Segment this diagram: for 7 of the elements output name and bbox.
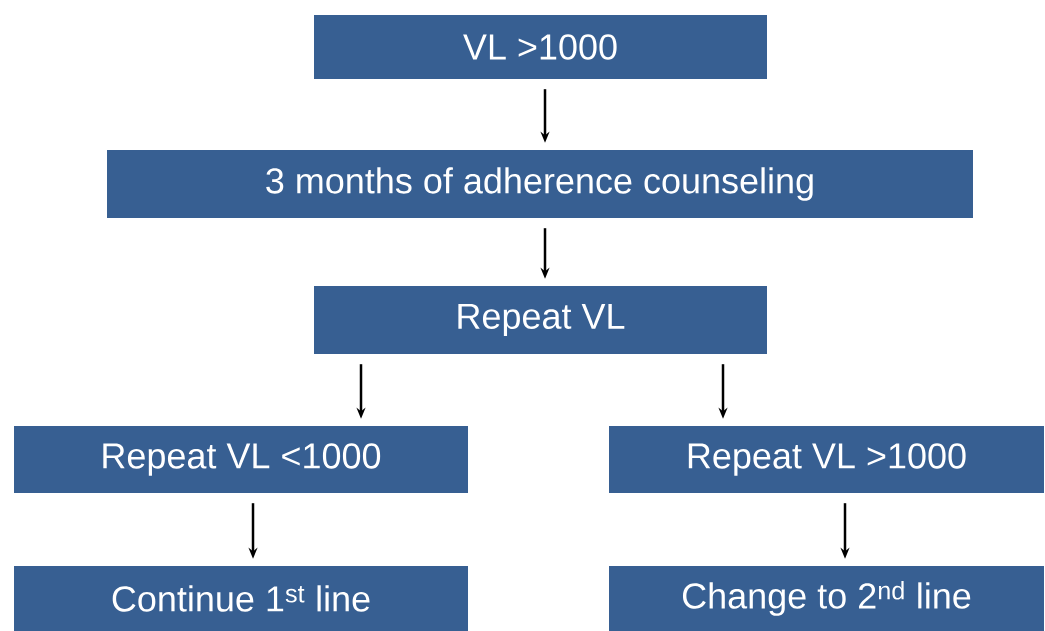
process-box: Continue 1$^{st}$ line [14,566,468,631]
process-box: VL >1000 [314,15,767,79]
process-box: Repeat VL >1000 [609,426,1044,493]
process-box: Repeat VL [314,286,767,354]
process-box: 3 months of adherence counseling [107,150,973,218]
process-box: Repeat VL <1000 [14,426,468,493]
process-box: Change to 2$^{nd}$ line [609,566,1044,631]
